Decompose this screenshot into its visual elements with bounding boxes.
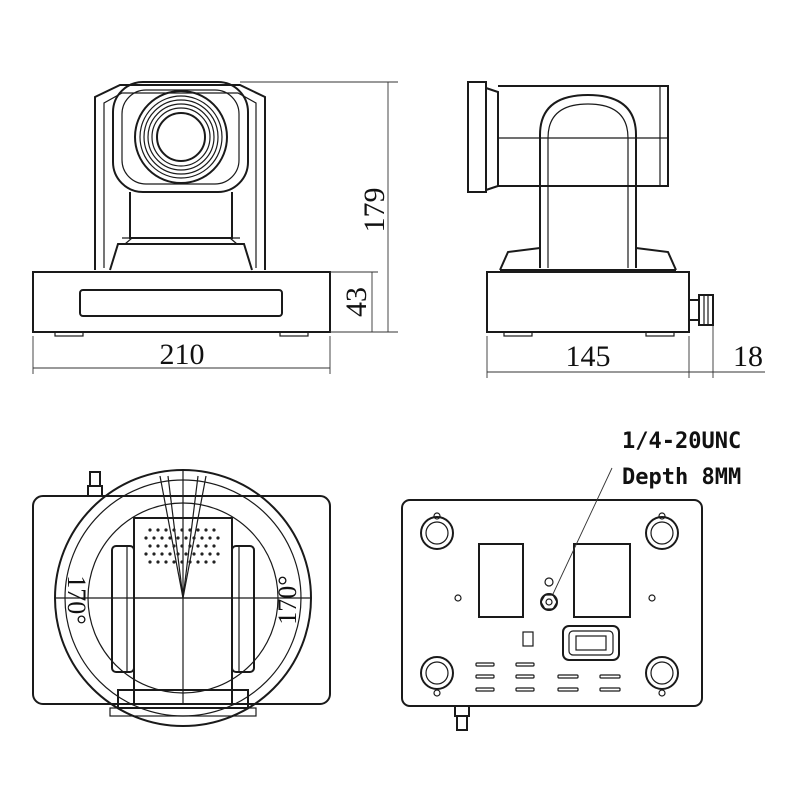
- front-view-dimensions: 179 43 210: [32, 81, 398, 374]
- depth-dimension-label: 145: [566, 340, 611, 373]
- mount-depth-label: Depth 8MM: [622, 465, 741, 490]
- speaker-grille: [144, 528, 220, 564]
- vents: [475, 662, 621, 692]
- right-rotation-angle-label: 170°: [273, 575, 302, 624]
- left-rotation-angle-label: 170°: [62, 575, 91, 624]
- connector-dimension-label: 18: [733, 340, 763, 373]
- mount-thread-label: 1/4-20UNC: [622, 429, 741, 454]
- top-view: 170° 170°: [32, 469, 331, 727]
- bottom-view: 1/4-20UNC Depth 8MM: [401, 429, 741, 731]
- side-view: [467, 81, 714, 337]
- front-view: [32, 81, 331, 337]
- height-dimension-label: 179: [358, 188, 391, 233]
- width-dimension-label: 210: [160, 338, 205, 371]
- base-height-dimension-label: 43: [340, 287, 373, 317]
- side-view-dimensions: 145 18: [486, 326, 765, 378]
